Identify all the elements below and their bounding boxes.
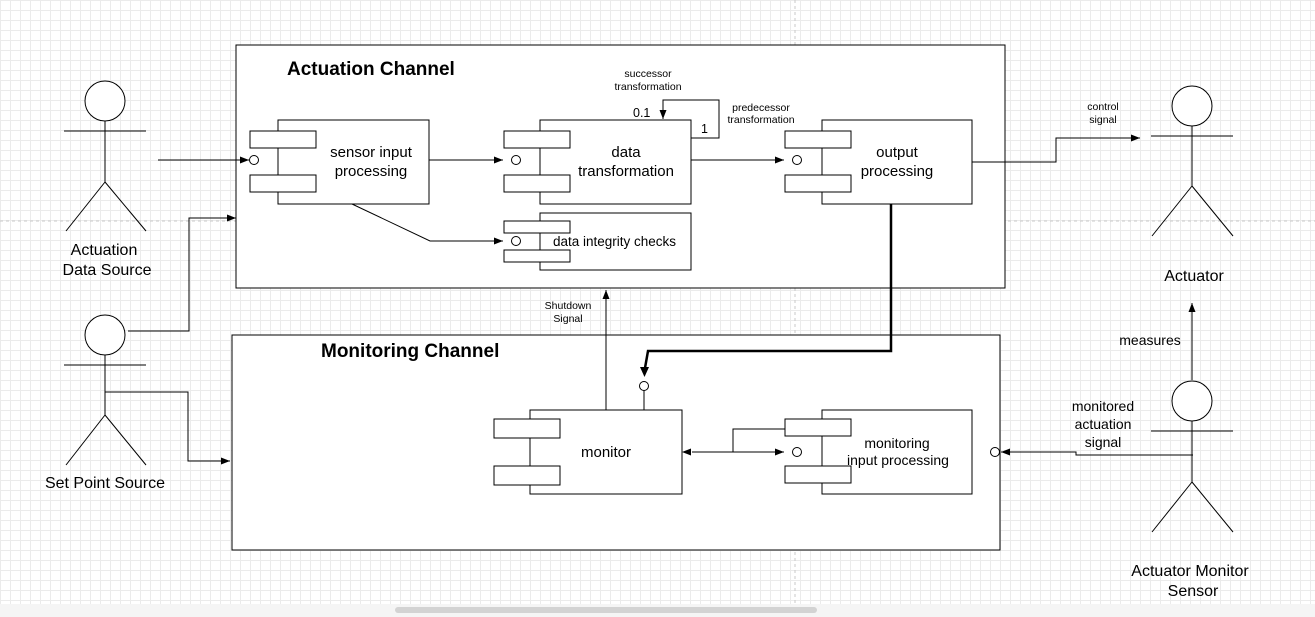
set-point-source-actor[interactable]: Set Point Source (45, 314, 165, 492)
control-signal-label-1: control (1087, 101, 1119, 113)
sensor-input-component[interactable]: sensor input processing (249, 119, 430, 205)
sensor-input-label-2: processing (335, 163, 408, 180)
actuator-actor[interactable]: Actuator (1151, 85, 1234, 285)
successor-label-2: transformation (614, 81, 681, 93)
control-signal-label-2: signal (1089, 114, 1116, 126)
actuator-label: Actuator (1164, 268, 1224, 285)
multiplicity-low: 0.1 (633, 106, 650, 120)
predecessor-label-1: predecessor (732, 102, 790, 114)
control-signal-arrow (972, 134, 1140, 163)
page-guides (0, 0, 1315, 604)
monitor-sensor-label-1: Actuator Monitor (1131, 563, 1249, 580)
data-transformation-label-2: transformation (578, 163, 674, 180)
successor-label-1: successor (624, 68, 672, 80)
monitor-sensor-label-2: Sensor (1168, 583, 1219, 600)
multiplicity-high: 1 (701, 122, 708, 136)
monitoring-input-component[interactable]: monitoring input processing (784, 409, 973, 495)
predecessor-label-2: transformation (727, 114, 794, 126)
data-integrity-component[interactable]: data integrity checks (503, 212, 692, 271)
measures-label: measures (1119, 332, 1180, 348)
monitored-label-1: monitored (1072, 398, 1134, 414)
transformation-self-loop: successor transformation predecessor tra… (614, 68, 795, 139)
output-processing-label-1: output (876, 144, 919, 161)
monitor-label: monitor (581, 444, 631, 461)
data-transformation-component[interactable]: data transformation (503, 119, 692, 205)
output-processing-component[interactable]: output processing (784, 119, 973, 205)
monitored-label-2: actuation (1075, 416, 1132, 432)
monitor-component[interactable]: monitor (493, 409, 683, 495)
sensor-input-label-1: sensor input (330, 144, 413, 161)
set-point-source-label: Set Point Source (45, 475, 165, 492)
monitoring-input-label-1: monitoring (864, 435, 929, 451)
actuator-monitor-sensor-actor[interactable]: Actuator Monitor Sensor (1131, 380, 1249, 600)
monitoring-channel-title: Monitoring Channel (321, 341, 499, 362)
monitoring-input-label-2: input processing (847, 452, 949, 468)
actuation-connectors (158, 155, 802, 246)
shutdown-label-1: Shutdown (545, 300, 592, 312)
actuation-source-label-2: Data Source (63, 262, 152, 279)
monitored-label-3: signal (1085, 434, 1122, 450)
output-processing-label-2: processing (861, 163, 934, 180)
horizontal-scrollbar[interactable] (395, 607, 817, 613)
data-transformation-label-1: data (611, 144, 641, 161)
shutdown-label-2: Signal (553, 313, 582, 325)
monitoring-connectors: Shutdown Signal (105, 204, 1196, 465)
actuation-channel-title: Actuation Channel (287, 59, 455, 80)
actuation-data-source-actor[interactable]: Actuation Data Source (63, 80, 152, 279)
actuation-source-label-1: Actuation (71, 242, 138, 259)
data-integrity-label: data integrity checks (553, 234, 676, 249)
